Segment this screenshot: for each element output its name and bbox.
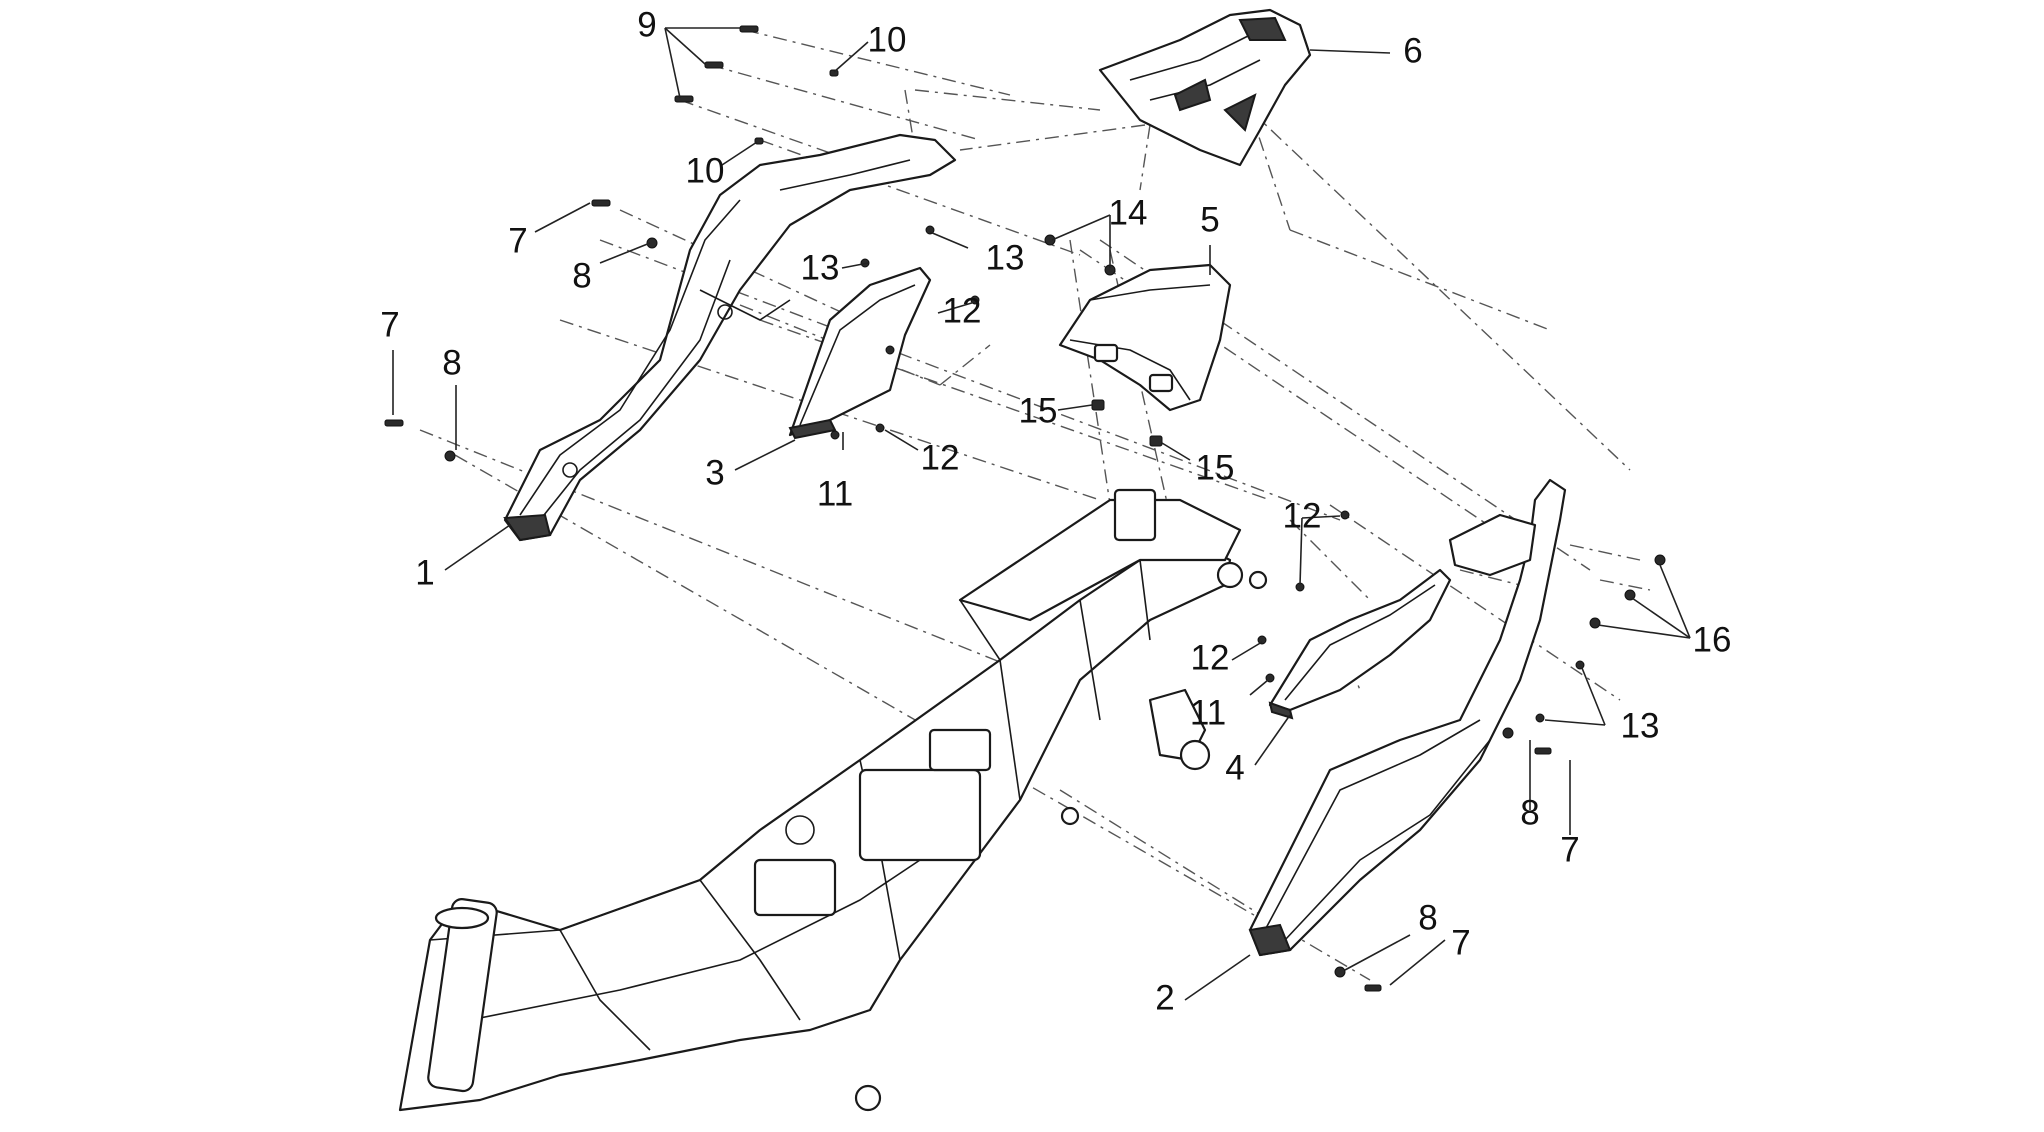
right-side-panel [1248, 478, 1567, 957]
grab-handle [1098, 8, 1312, 167]
callout-15: 15 [1196, 448, 1235, 487]
left-inner-cover [788, 266, 932, 440]
callout-13: 13 [801, 248, 840, 287]
main-frame [398, 488, 1268, 1112]
callout-10: 10 [686, 151, 725, 190]
callout-8: 8 [1418, 898, 1437, 937]
callout-6: 6 [1403, 31, 1422, 70]
callout-12: 12 [1191, 638, 1230, 677]
callout-8: 8 [1520, 793, 1539, 832]
callout-7: 7 [508, 221, 527, 260]
bolt-9b [704, 61, 724, 69]
callout-2: 2 [1155, 978, 1174, 1017]
bolt-9a [739, 25, 759, 33]
callout-12: 12 [921, 438, 960, 477]
callout-14: 14 [1109, 193, 1148, 232]
callout-7: 7 [380, 305, 399, 344]
leader-lines [392, 27, 1691, 1001]
assembly-lines [419, 29, 1651, 981]
callout-15: 15 [1019, 391, 1058, 430]
callout-10: 10 [868, 20, 907, 59]
callout-7: 7 [1451, 923, 1470, 962]
callout-5: 5 [1200, 200, 1219, 239]
bolt-9c [674, 95, 694, 103]
callout-11: 11 [817, 474, 853, 513]
callout-labels: 1 2 3 4 5 6 7 7 7 7 8 8 8 8 9 10 10 11 1… [380, 5, 1731, 1017]
fasteners [384, 25, 1666, 992]
callout-7: 7 [1560, 830, 1579, 869]
callout-8: 8 [572, 256, 591, 295]
callout-1: 1 [415, 553, 434, 592]
callout-8: 8 [442, 343, 461, 382]
right-inner-cover [1268, 568, 1452, 720]
left-side-panel [503, 133, 957, 542]
callout-3: 3 [705, 453, 724, 492]
passenger-seat [1058, 263, 1232, 412]
callout-12: 12 [1283, 496, 1322, 535]
callout-13: 13 [1621, 706, 1660, 745]
callout-13: 13 [986, 238, 1025, 277]
callout-4: 4 [1225, 748, 1244, 787]
callout-12: 12 [943, 291, 982, 330]
callout-16: 16 [1693, 620, 1732, 659]
callout-9: 9 [637, 5, 656, 44]
callout-11: 11 [1190, 693, 1226, 732]
